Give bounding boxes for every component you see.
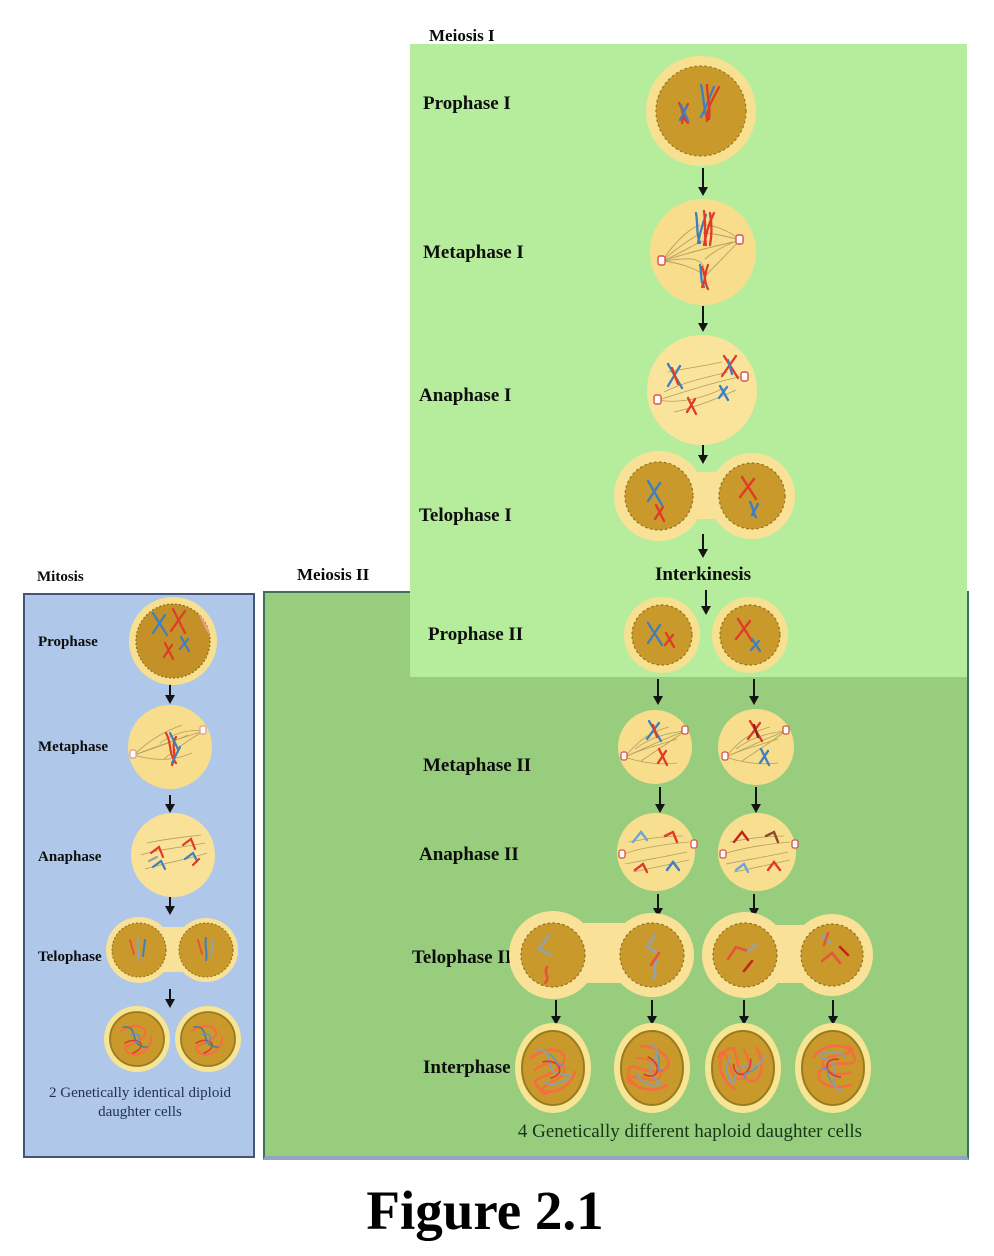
flow-arrow <box>551 1000 561 1025</box>
label-mitosis-anaphase: Anaphase <box>38 849 102 865</box>
label-interkinesis: Interkinesis <box>654 564 752 585</box>
label-mitosis-metaphase: Metaphase <box>38 739 108 755</box>
mitosis-title: Mitosis <box>37 569 84 585</box>
flow-arrow <box>653 894 663 917</box>
flow-arrow <box>698 168 708 196</box>
flow-arrow <box>751 787 761 813</box>
cell-mitosis-daughters <box>104 1006 241 1072</box>
cell-anaphase-1 <box>647 335 757 445</box>
flow-arrow <box>828 1000 838 1025</box>
flow-arrow <box>165 989 175 1008</box>
flow-arrow <box>647 1000 657 1025</box>
flow-arrow <box>165 684 175 704</box>
cell-telophase-2-left <box>509 911 694 999</box>
label-prophase-1: Prophase I <box>423 93 511 114</box>
flow-arrow <box>749 894 759 917</box>
label-mitosis-telophase: Telophase <box>38 949 102 965</box>
cell-telophase-2-right <box>702 912 873 998</box>
mitosis-caption-line2: daughter cells <box>98 1103 182 1120</box>
meiosis1-title: Meiosis I <box>429 26 495 45</box>
cell-metaphase-2-pair <box>618 709 794 785</box>
cell-telophase-1 <box>614 451 795 541</box>
label-anaphase-2: Anaphase II <box>419 844 519 865</box>
label-prophase-2: Prophase II <box>428 624 524 645</box>
flow-arrow <box>749 679 759 705</box>
flow-arrow <box>655 787 665 813</box>
label-mitosis-prophase: Prophase <box>38 634 98 650</box>
flow-arrow <box>653 679 663 705</box>
meiosis2-title: Meiosis II <box>297 565 370 584</box>
flow-arrow <box>698 534 708 558</box>
flow-arrow <box>739 1000 749 1025</box>
label-metaphase-1: Metaphase I <box>423 242 524 263</box>
meiosis-caption: 4 Genetically different haploid daughter… <box>517 1121 863 1142</box>
flow-arrow <box>698 443 708 464</box>
cell-mitosis-telophase <box>106 917 238 983</box>
flow-arrow <box>698 306 708 332</box>
cell-mitosis-prophase <box>129 597 217 685</box>
mitosis-caption-line1: 2 Genetically identical diploid <box>48 1085 232 1101</box>
cell-mitosis-metaphase <box>128 705 212 789</box>
label-interphase: Interphase <box>423 1057 511 1078</box>
figure-title: Figure 2.1 <box>366 1180 604 1241</box>
label-metaphase-2: Metaphase II <box>423 755 532 776</box>
cell-metaphase-1 <box>650 199 756 305</box>
flow-arrow <box>701 590 711 615</box>
cell-anaphase-2-pair <box>617 813 799 891</box>
flow-arrow <box>165 795 175 813</box>
flow-arrow <box>165 897 175 915</box>
cell-mitosis-anaphase <box>131 813 215 897</box>
label-anaphase-1: Anaphase I <box>419 385 512 406</box>
label-telophase-2: Telophase II <box>412 947 513 968</box>
mitosis-caption: 2 Genetically identical diploid daughter… <box>33 1084 247 1122</box>
cell-interphase-row <box>515 1023 871 1113</box>
cell-prophase-1 <box>646 56 756 166</box>
cell-prophase-2-pair <box>624 597 788 673</box>
label-telophase-1: Telophase I <box>419 505 512 526</box>
